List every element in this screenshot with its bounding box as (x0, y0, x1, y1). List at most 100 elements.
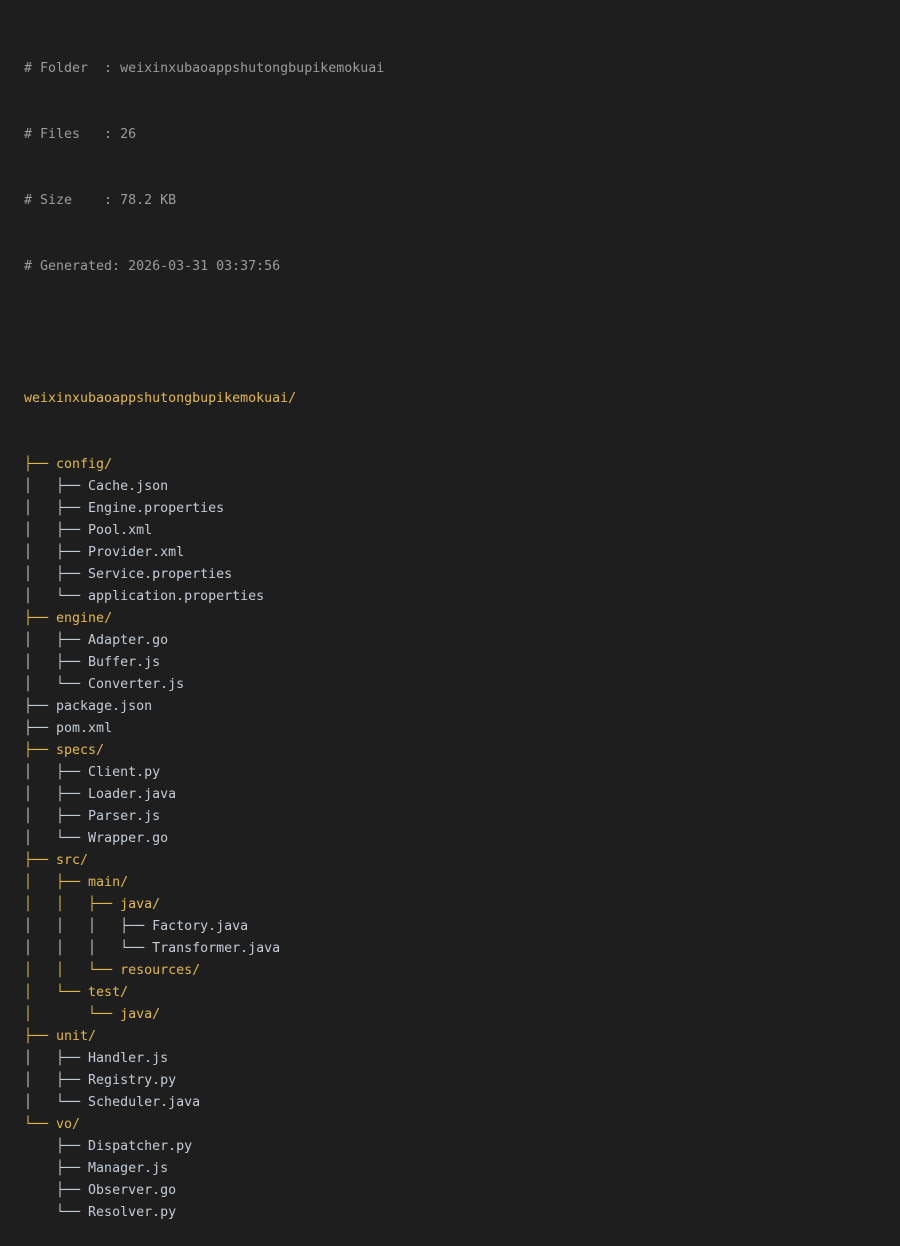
file-name: Transformer.java (152, 941, 281, 956)
tree-file-row: │ ├── Provider.xml (24, 542, 384, 564)
tree-connector: │ │ │ ├── (24, 919, 153, 934)
file-name: Manager.js (88, 1161, 169, 1176)
tree-connector: │ ├── (24, 567, 89, 582)
header-generated-line: # Generated: 2026-03-31 03:37:56 (24, 259, 281, 274)
tree-folder-row: │ │ ├── java/ (24, 894, 384, 916)
file-name: Provider.xml (88, 545, 185, 560)
folder-name: vo/ (56, 1117, 81, 1132)
tree-connector: └── (24, 1117, 57, 1132)
tree-connector: │ ├── (24, 875, 89, 890)
tree-connector: │ ├── (24, 787, 89, 802)
tree-file-row: │ └── application.properties (24, 586, 384, 608)
header-size-line: # Size : 78.2 KB (24, 193, 177, 208)
tree-folder-row: ├── engine/ (24, 608, 384, 630)
tree-file-row: └── Resolver.py (24, 1202, 384, 1224)
file-name: Resolver.py (88, 1205, 177, 1220)
tree-connector: │ │ ├── (24, 897, 121, 912)
tree-file-row: │ ├── Handler.js (24, 1048, 384, 1070)
tree-file-row: │ └── Converter.js (24, 674, 384, 696)
tree-connector: │ └── (24, 589, 89, 604)
tree-file-row: │ ├── Parser.js (24, 806, 384, 828)
tree-connector: │ ├── (24, 1051, 89, 1066)
tree-connector: │ │ └── (24, 963, 121, 978)
tree-file-row: │ ├── Client.py (24, 762, 384, 784)
tree-connector: │ ├── (24, 765, 89, 780)
tree-file-row: │ │ │ ├── Factory.java (24, 916, 384, 938)
tree-connector: ├── (24, 1139, 89, 1154)
folder-name: main/ (88, 875, 129, 890)
tree-connector: ├── (24, 611, 57, 626)
tree-connector: ├── (24, 1161, 89, 1176)
file-name: Dispatcher.py (88, 1139, 193, 1154)
folder-name: engine/ (56, 611, 113, 626)
folder-name: test/ (88, 985, 129, 1000)
folder-name: java/ (120, 1007, 161, 1022)
tree-connector: ├── (24, 721, 57, 736)
tree-connector: └── (24, 1205, 89, 1220)
file-name: Cache.json (88, 479, 169, 494)
tree-file-row: ├── Observer.go (24, 1180, 384, 1202)
tree-file-row: ├── Manager.js (24, 1158, 384, 1180)
tree-file-row: ├── package.json (24, 696, 384, 718)
tree-connector: │ └── (24, 677, 89, 692)
tree-file-row: │ │ │ └── Transformer.java (24, 938, 384, 960)
tree-file-row: │ ├── Pool.xml (24, 520, 384, 542)
file-name: Parser.js (88, 809, 161, 824)
tree-folder-row: ├── unit/ (24, 1026, 384, 1048)
tree-connector: │ ├── (24, 479, 89, 494)
file-name: Pool.xml (88, 523, 153, 538)
tree-lines: ├── config/│ ├── Cache.json│ ├── Engine.… (24, 454, 384, 1224)
file-name: Wrapper.go (88, 831, 169, 846)
tree-file-row: │ ├── Registry.py (24, 1070, 384, 1092)
file-name: application.properties (88, 589, 265, 604)
tree-connector: │ ├── (24, 655, 89, 670)
file-name: pom.xml (56, 721, 113, 736)
tree-folder-row: ├── src/ (24, 850, 384, 872)
header-folder-line: # Folder : weixinxubaoappshutongbupikemo… (24, 61, 385, 76)
folder-name: config/ (56, 457, 113, 472)
file-name: Observer.go (88, 1183, 177, 1198)
folder-name: src/ (56, 853, 89, 868)
tree-folder-row: ├── config/ (24, 454, 384, 476)
tree-file-row: │ └── Scheduler.java (24, 1092, 384, 1114)
tree-connector: │ ├── (24, 1073, 89, 1088)
tree-folder-row: │ └── test/ (24, 982, 384, 1004)
tree-connector: ├── (24, 699, 57, 714)
tree-connector: │ └── (24, 1095, 89, 1110)
folder-name: unit/ (56, 1029, 97, 1044)
tree-file-row: │ ├── Buffer.js (24, 652, 384, 674)
tree-folder-row: │ ├── main/ (24, 872, 384, 894)
tree-folder-row: └── vo/ (24, 1114, 384, 1136)
blank-line (24, 322, 384, 344)
tree-file-row: │ ├── Cache.json (24, 476, 384, 498)
tree-connector: │ └── (24, 831, 89, 846)
tree-connector: │ │ │ └── (24, 941, 153, 956)
tree-connector: │ ├── (24, 523, 89, 538)
file-name: Converter.js (88, 677, 185, 692)
tree-file-row: │ ├── Loader.java (24, 784, 384, 806)
folder-name: resources/ (120, 963, 201, 978)
file-name: Engine.properties (88, 501, 225, 516)
file-name: Loader.java (88, 787, 177, 802)
tree-file-row: │ ├── Adapter.go (24, 630, 384, 652)
directory-tree-listing: # Folder : weixinxubaoappshutongbupikemo… (24, 14, 384, 1246)
tree-folder-row: │ └── java/ (24, 1004, 384, 1026)
tree-connector: │ ├── (24, 501, 89, 516)
tree-file-row: ├── pom.xml (24, 718, 384, 740)
file-name: Adapter.go (88, 633, 169, 648)
tree-connector: ├── (24, 853, 57, 868)
file-name: Client.py (88, 765, 161, 780)
tree-connector: │ └── (24, 985, 89, 1000)
file-name: Service.properties (88, 567, 233, 582)
tree-connector: │ ├── (24, 545, 89, 560)
tree-connector: ├── (24, 1029, 57, 1044)
tree-root-folder: weixinxubaoappshutongbupikemokuai/ (24, 391, 297, 406)
folder-name: java/ (120, 897, 161, 912)
tree-file-row: │ └── Wrapper.go (24, 828, 384, 850)
file-name: Registry.py (88, 1073, 177, 1088)
file-name: Buffer.js (88, 655, 161, 670)
tree-file-row: ├── Dispatcher.py (24, 1136, 384, 1158)
file-name: package.json (56, 699, 153, 714)
tree-connector: ├── (24, 457, 57, 472)
header-files-line: # Files : 26 (24, 127, 137, 142)
